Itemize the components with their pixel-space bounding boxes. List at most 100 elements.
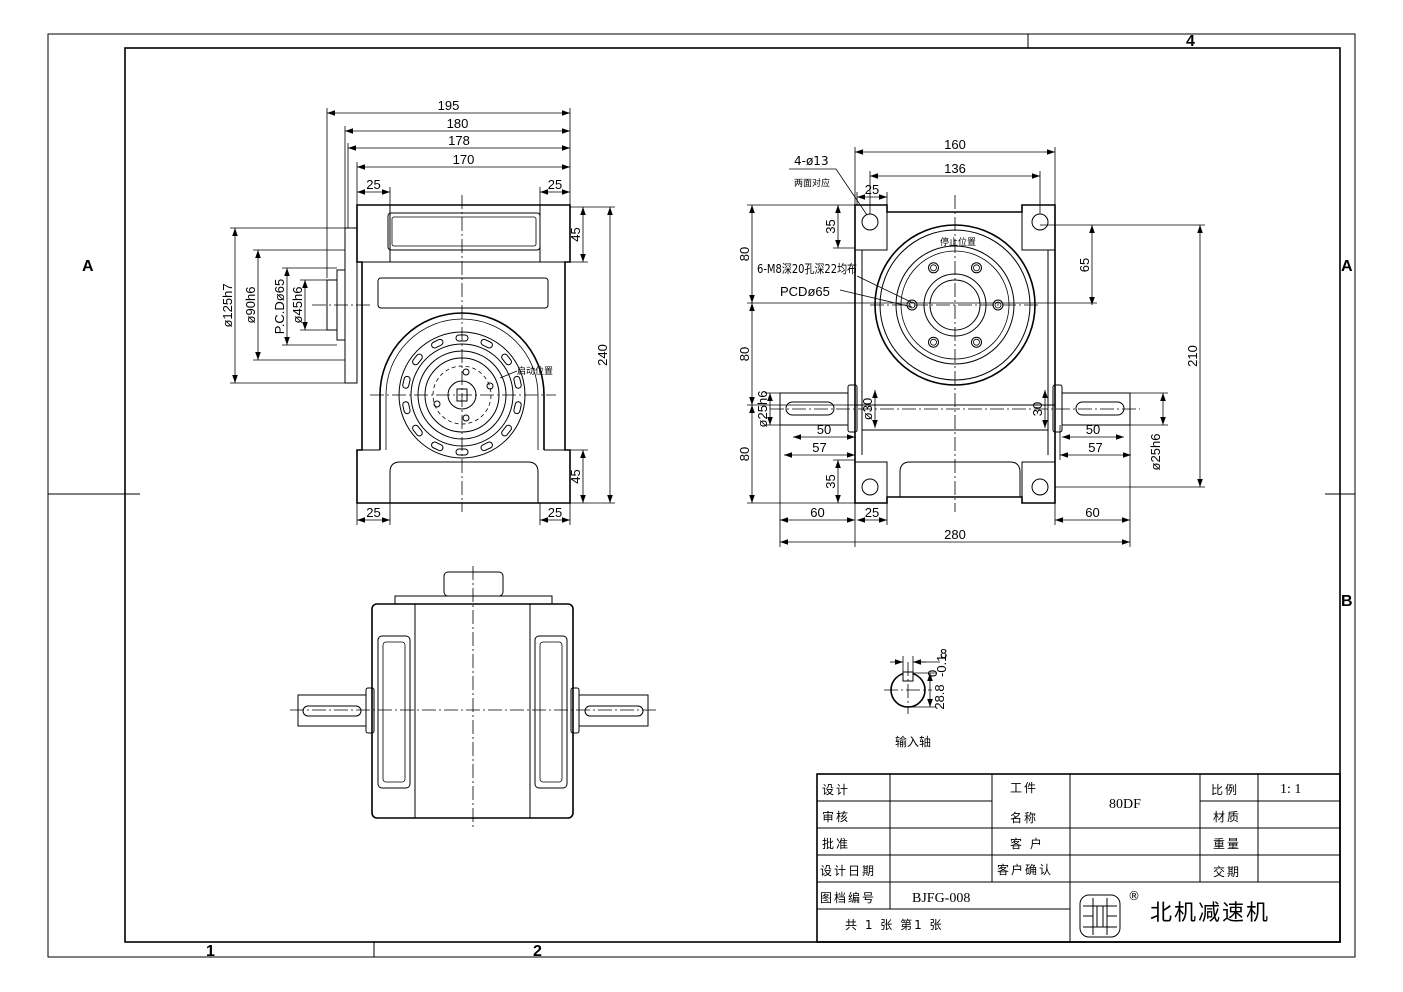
- tb-scale: 1: 1: [1280, 782, 1301, 797]
- top-view-shaft-left: [297, 694, 367, 727]
- dimension-front-view-dim-25-top-left-label: 25: [366, 177, 380, 192]
- tb-part-label-line2: 名称: [1010, 810, 1038, 825]
- top-view-output-shaft: [443, 571, 504, 597]
- stop-position-label: 停止位置: [940, 236, 976, 248]
- dimension-front-view-dim-25-bottom-right-label: 25: [548, 505, 562, 520]
- dimension-side-view-dim-60-right: 60: [1055, 505, 1130, 523]
- dimension-front-view-dim-195-label: 195: [438, 98, 460, 113]
- dimension-side-view-dim-d25-right-label: ø25h6: [1148, 434, 1163, 471]
- tb-design-label: 设计: [822, 783, 850, 797]
- tapped-holes-leader: [856, 275, 912, 303]
- tb-part-label-line1: 工件: [1010, 781, 1038, 795]
- dimension-side-view-dim-160-label: 160: [944, 137, 966, 152]
- tb-drawing-no: BJFG-008: [912, 891, 970, 906]
- side-view-base-recess: [899, 461, 1021, 497]
- tb-drawing-no-label: 图档编号: [820, 890, 876, 905]
- dimension-front-view-dim-25-bottom-left: 25: [356, 505, 391, 523]
- tb-sheets: 共 1 张 第1 张: [845, 918, 944, 932]
- top-view-output-step: [394, 595, 553, 605]
- front-view-base-recess: [389, 461, 539, 503]
- dimension-front-view-dim-45-bottom-label: 45: [568, 469, 583, 483]
- zone-marker-right-a: A: [1341, 258, 1353, 275]
- front-view-arch-inner: [385, 318, 539, 450]
- dimension-front-view-dim-25-top-left: 25: [356, 177, 391, 195]
- zone-marker-bottom-1: 1: [206, 943, 215, 960]
- dimension-front-view-dim-pcd: P.C.Dø65: [272, 267, 290, 346]
- dimension-side-view-dim-50-right: 50: [1062, 422, 1124, 440]
- tb-weight-label: 重量: [1213, 837, 1241, 851]
- key-depth-tol-lower: -0.1: [934, 655, 949, 677]
- dimension-side-view-dim-d25-right: ø25h6: [1148, 392, 1166, 471]
- dimension-side-view-dim-25-top: 25: [857, 182, 887, 200]
- dimension-side-view-dim-d30-left-label: ø30: [860, 398, 875, 420]
- dimension-front-view-dim-d45-label: ø45h6: [290, 287, 305, 324]
- tapped-hole: [928, 262, 939, 274]
- top-view-shaft-right-collar: [570, 687, 580, 734]
- registered-mark: ®: [1128, 889, 1140, 903]
- dimension-side-view-dim-80-upper-label: 80: [737, 247, 752, 261]
- dimension-front-view-dim-d90-label: ø90h6: [243, 287, 258, 324]
- input-shaft-left-collar: [847, 384, 858, 433]
- title-block-border: [816, 773, 1341, 943]
- dial-ring-slot: [412, 424, 423, 437]
- dimension-side-view-dim-30-right: 30: [1030, 389, 1048, 429]
- tb-customer-label: 客 户: [1010, 836, 1044, 851]
- dimension-side-view-dim-35-upper: 35: [823, 205, 841, 248]
- dimension-front-view-dim-25-bottom-left-label: 25: [366, 505, 380, 520]
- drawing-frame: 4 A A B 1 2: [47, 33, 1356, 960]
- dial-ring-slot: [513, 375, 522, 389]
- tapped-hole-thread: [930, 264, 937, 272]
- dimension-front-view-dim-45-top: 45: [568, 207, 586, 262]
- dial-ring-slot: [412, 353, 423, 366]
- mount-hole-bottom-right: [1031, 478, 1049, 496]
- zone-marker-top-4: 4: [1186, 33, 1195, 50]
- top-view-center-block: [414, 604, 531, 818]
- dimension-side-view-dim-57-left-label: 57: [812, 440, 826, 455]
- dial-ring-slot: [431, 338, 444, 349]
- tb-material-label: 材质: [1213, 810, 1241, 824]
- dimension-side-view-dim-60-left: 60: [780, 505, 855, 523]
- inner-border: [124, 47, 1341, 943]
- tapped-hole: [928, 336, 939, 348]
- zone-ticks: [48, 34, 1355, 957]
- dimension-side-view-dim-160: 160: [855, 137, 1055, 155]
- mount-hole-top-right: [1031, 213, 1049, 231]
- dimension-side-view-dim-30-right-label: 30: [1030, 402, 1045, 416]
- dimension-front-view-dim-195: 195: [326, 98, 570, 116]
- dimension-side-view-dim-d25-left: ø25h6: [755, 391, 773, 427]
- dimension-front-view-dim-170-label: 170: [453, 152, 475, 167]
- tapped-hole-thread: [994, 301, 1002, 309]
- dimension-front-view-dim-240: 240: [595, 207, 613, 504]
- tb-scale-label: 比例: [1211, 783, 1239, 797]
- key-depth-tol-upper: 0: [925, 670, 940, 677]
- dimension-side-view-dim-57-right: 57: [1060, 440, 1131, 458]
- dimension-side-view-dim-25-bottom: 25: [857, 505, 887, 523]
- tapped-hole: [971, 262, 982, 274]
- input-shaft-right-keyway: [1075, 401, 1125, 416]
- dimension-side-view-dim-280: 280: [780, 527, 1130, 545]
- dial-ring-slot: [480, 338, 493, 349]
- zone-marker-right-b: B: [1341, 593, 1353, 610]
- dial-ring-slot: [501, 424, 512, 437]
- company-logo: [1079, 894, 1121, 938]
- input-shaft-caption: 输入轴: [895, 734, 931, 749]
- front-view: 启动位置: [230, 108, 615, 525]
- pcd-leader: [839, 289, 913, 308]
- input-shaft-section: 8 28.8 0 -0.1 输入轴: [884, 646, 949, 749]
- dimension-front-view-dim-d125-label: ø125h7: [220, 283, 235, 327]
- tapped-hole-pattern: [906, 262, 1004, 348]
- mount-hole-bottom-left: [861, 478, 879, 496]
- tapped-holes-label: 6-M8深20孔深22均布: [757, 262, 857, 276]
- dial-ring-slot: [402, 401, 411, 415]
- dimension-side-view-dim-50-left-label: 50: [817, 422, 831, 437]
- title-block-grid: [817, 774, 1340, 942]
- top-view: [290, 566, 656, 830]
- front-view-flange: [344, 227, 358, 384]
- tapped-hole: [971, 336, 982, 348]
- start-position-label: 启动位置: [517, 365, 553, 377]
- dimension-front-view-dim-pcd-label: P.C.Dø65: [272, 279, 287, 334]
- dimension-front-view-dim-d45: ø45h6: [290, 279, 308, 331]
- top-view-right-panel-inner: [539, 641, 563, 783]
- dimension-front-view-dim-170: 170: [356, 152, 570, 170]
